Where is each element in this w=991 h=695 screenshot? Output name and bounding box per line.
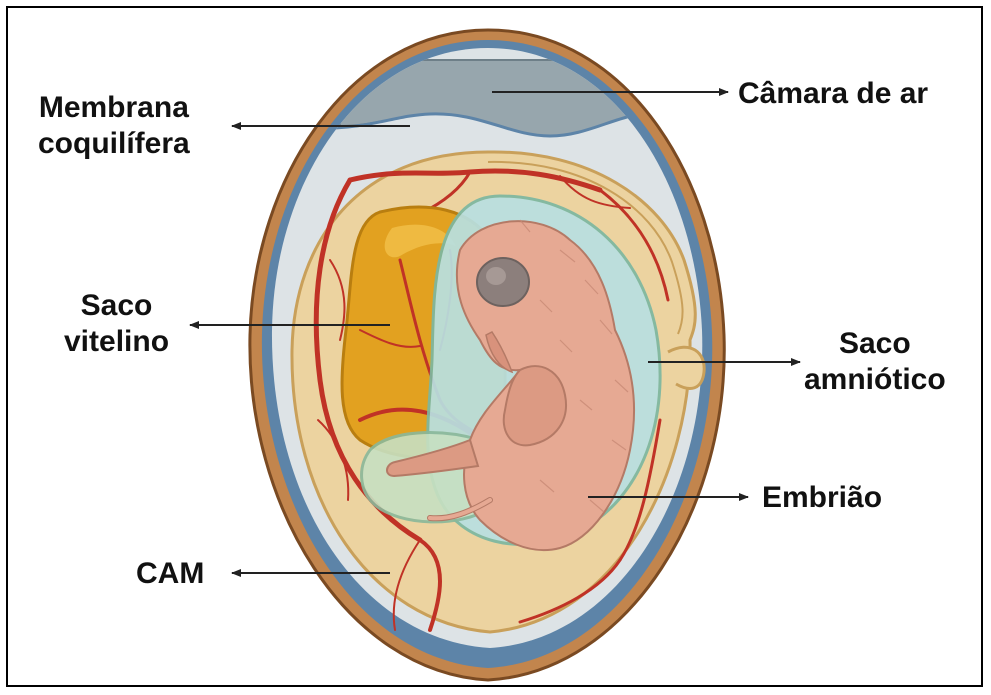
label-saco-amniotico: Saco amniótico (804, 326, 946, 398)
label-membrana-coquilifera: Membrana coquilífera (38, 90, 190, 162)
label-camara-de-ar: Câmara de ar (738, 76, 928, 112)
label-embriao: Embrião (762, 480, 882, 516)
label-saco-vitelino: Saco vitelino (64, 288, 169, 360)
label-cam: CAM (136, 556, 204, 592)
